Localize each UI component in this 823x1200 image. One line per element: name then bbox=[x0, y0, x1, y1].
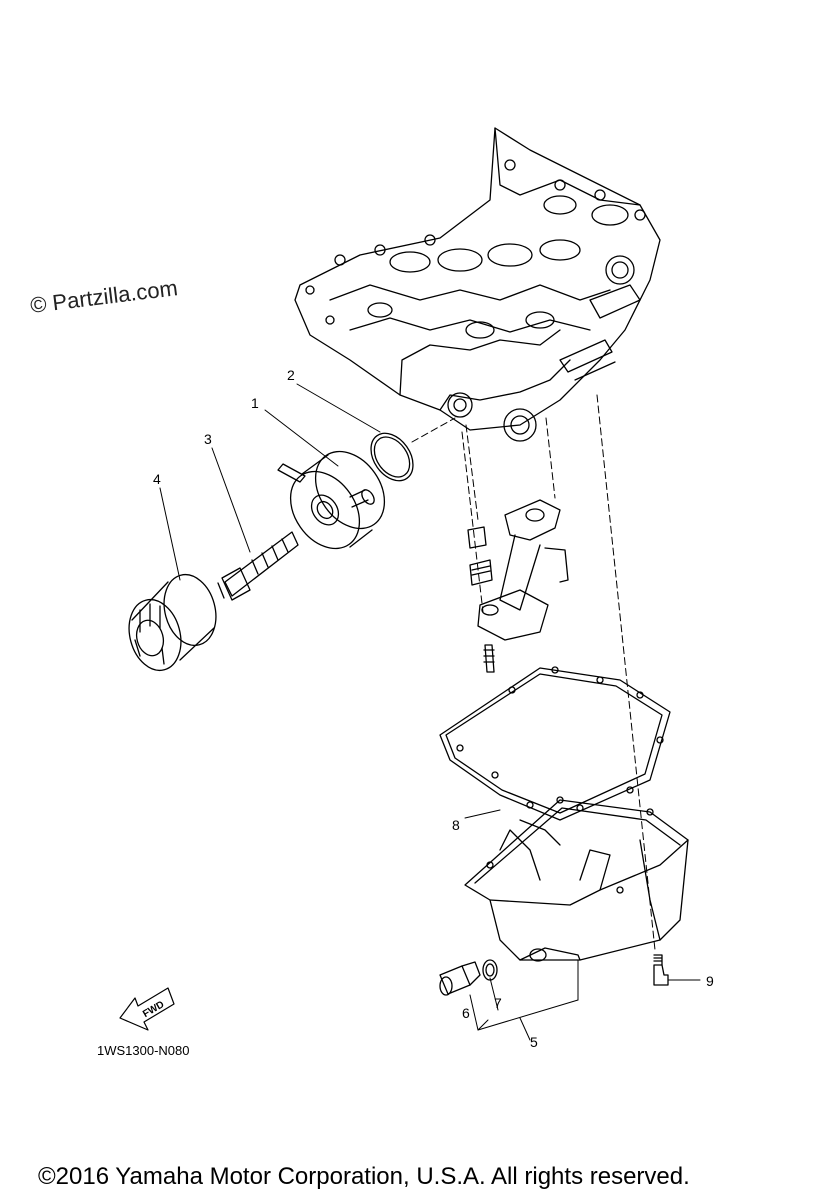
oil-pan-gasket bbox=[439, 666, 671, 821]
callout-2: 2 bbox=[287, 367, 295, 383]
union-bolt bbox=[217, 531, 299, 601]
crankcase bbox=[294, 127, 661, 442]
callout-8: 8 bbox=[452, 817, 460, 833]
pan-bolt bbox=[653, 954, 669, 986]
drain-gasket bbox=[482, 959, 498, 981]
callout-5: 5 bbox=[530, 1034, 538, 1050]
callout-4: 4 bbox=[153, 471, 161, 487]
oil-strainer bbox=[467, 499, 569, 673]
callout-numbers: 1 2 3 4 5 6 7 8 9 bbox=[153, 367, 714, 1050]
fwd-arrow-icon: FWD bbox=[119, 987, 175, 1031]
callout-1: 1 bbox=[251, 395, 259, 411]
drain-bolt bbox=[439, 961, 481, 996]
callout-3: 3 bbox=[204, 431, 212, 447]
callout-9: 9 bbox=[706, 973, 714, 989]
copyright-notice: ©2016 Yamaha Motor Corporation, U.S.A. A… bbox=[38, 1163, 690, 1190]
o-ring bbox=[370, 432, 414, 482]
oil-pan bbox=[464, 796, 689, 962]
callout-leaders bbox=[159, 383, 701, 1041]
leader-lines bbox=[411, 394, 656, 951]
oil-cooler bbox=[277, 450, 386, 550]
callout-6: 6 bbox=[462, 1005, 470, 1021]
diagram-code: 1WS1300-N080 bbox=[97, 1043, 190, 1058]
oil-filter bbox=[128, 573, 217, 672]
callout-7: 7 bbox=[494, 995, 502, 1011]
